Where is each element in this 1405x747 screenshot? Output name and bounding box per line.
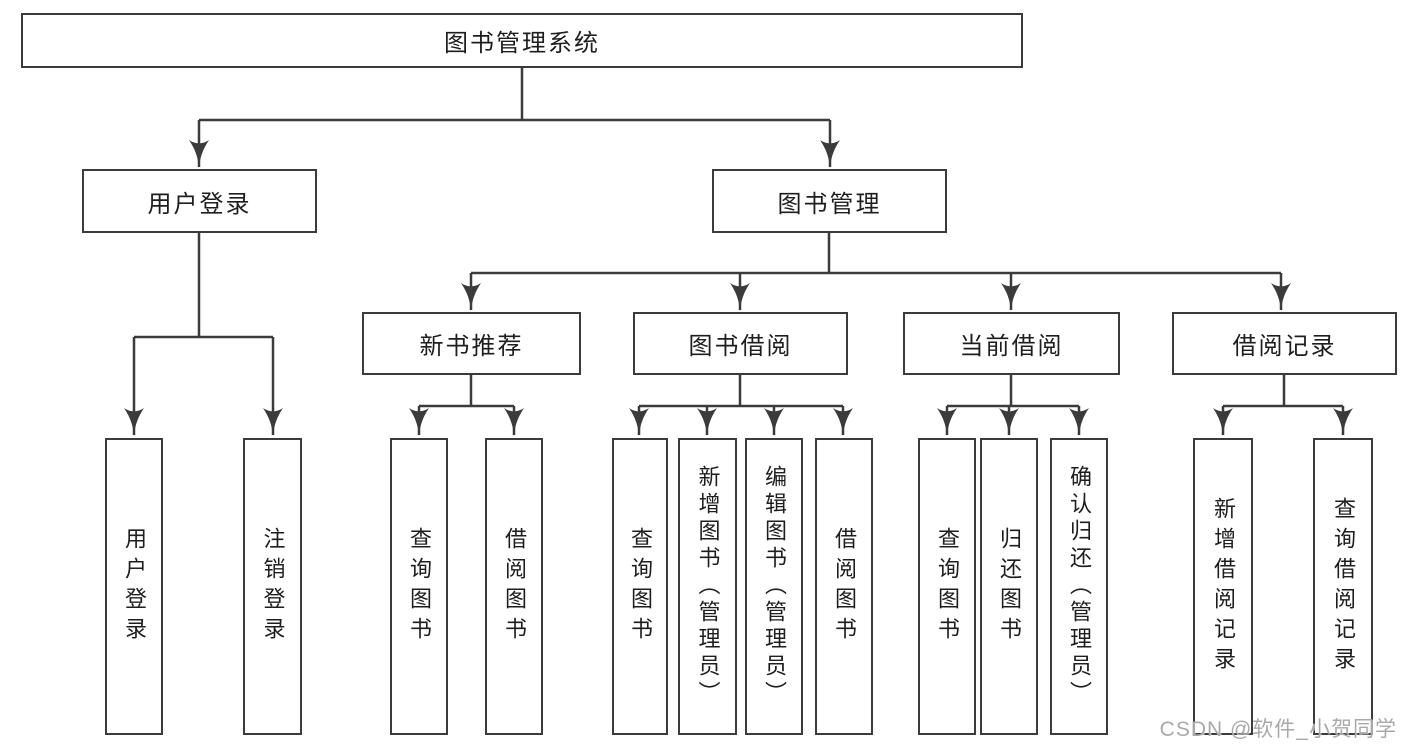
leaf-logout: 注销登录 xyxy=(243,438,302,735)
leaf-bb-borrow-books: 借阅图书 xyxy=(815,438,873,735)
leaf-cb-return-books: 归还图书 xyxy=(980,438,1038,735)
leaf-br-query-record: 查询借阅记录 xyxy=(1313,438,1373,735)
node-current-borrow: 当前借阅 xyxy=(903,312,1120,375)
leaf-bb-query-books: 查询图书 xyxy=(612,438,668,735)
leaf-user-login: 用户登录 xyxy=(105,438,163,735)
leaf-cb-confirm-return-admin: 确认归还（管理员） xyxy=(1050,438,1108,735)
node-borrow-records: 借阅记录 xyxy=(1172,312,1397,375)
node-new-book-recommend: 新书推荐 xyxy=(362,312,581,375)
leaf-nbr-borrow-books: 借阅图书 xyxy=(485,438,543,735)
node-user-login: 用户登录 xyxy=(82,169,317,233)
node-library-system: 图书管理系统 xyxy=(21,13,1023,68)
leaf-cb-query-books: 查询图书 xyxy=(918,438,976,735)
node-book-management: 图书管理 xyxy=(712,169,947,233)
leaf-bb-add-books-admin: 新增图书（管理员） xyxy=(678,438,737,735)
leaf-bb-edit-books-admin: 编辑图书（管理员） xyxy=(745,438,803,735)
leaf-br-add-record: 新增借阅记录 xyxy=(1193,438,1253,735)
watermark: CSDN @软件_小贺同学 xyxy=(1159,718,1397,741)
node-book-borrow: 图书借阅 xyxy=(633,312,848,375)
leaf-nbr-query-books: 查询图书 xyxy=(390,438,448,735)
